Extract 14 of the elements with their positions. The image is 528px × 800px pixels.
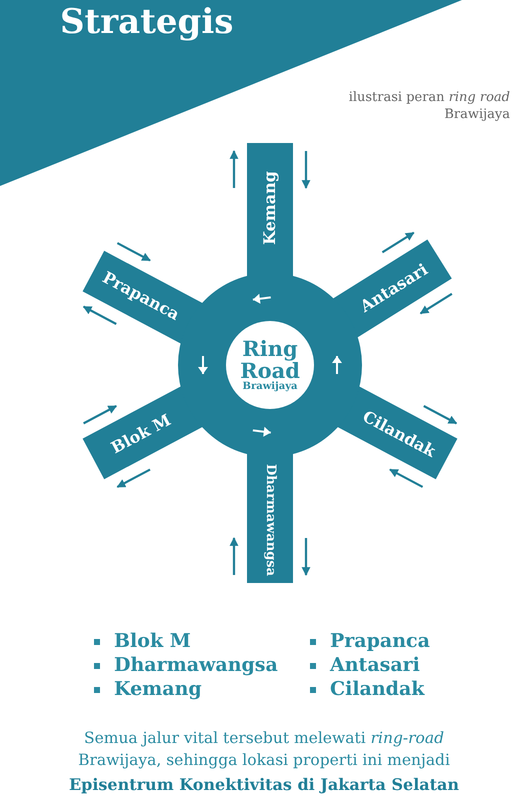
list-item: Blok M [114, 630, 191, 652]
list-item: Kemang [114, 678, 202, 700]
highlight-text: Episentrum Konektivitas di Jakarta Selatan [68, 775, 460, 794]
list-item: Prapanca [330, 630, 430, 652]
list-item: Antasari [330, 654, 420, 676]
note-text: ilustrasi peran ring road Brawijaya [348, 90, 510, 124]
road-name: Blok M [108, 410, 174, 456]
title: Strategis [60, 2, 234, 42]
list-item: Cilandak [330, 678, 424, 700]
road-name: Kemang [261, 171, 279, 245]
list-item: Dharmawangsa [114, 654, 278, 676]
roundabout-name: Ring Road [239, 338, 301, 382]
roundabout-subtitle: Brawijaya [242, 382, 298, 392]
description-text: Semua jalur vital tersebut melewati ring-road Brawijaya, sehingga lokasi properti ini menjadi [77, 728, 451, 772]
